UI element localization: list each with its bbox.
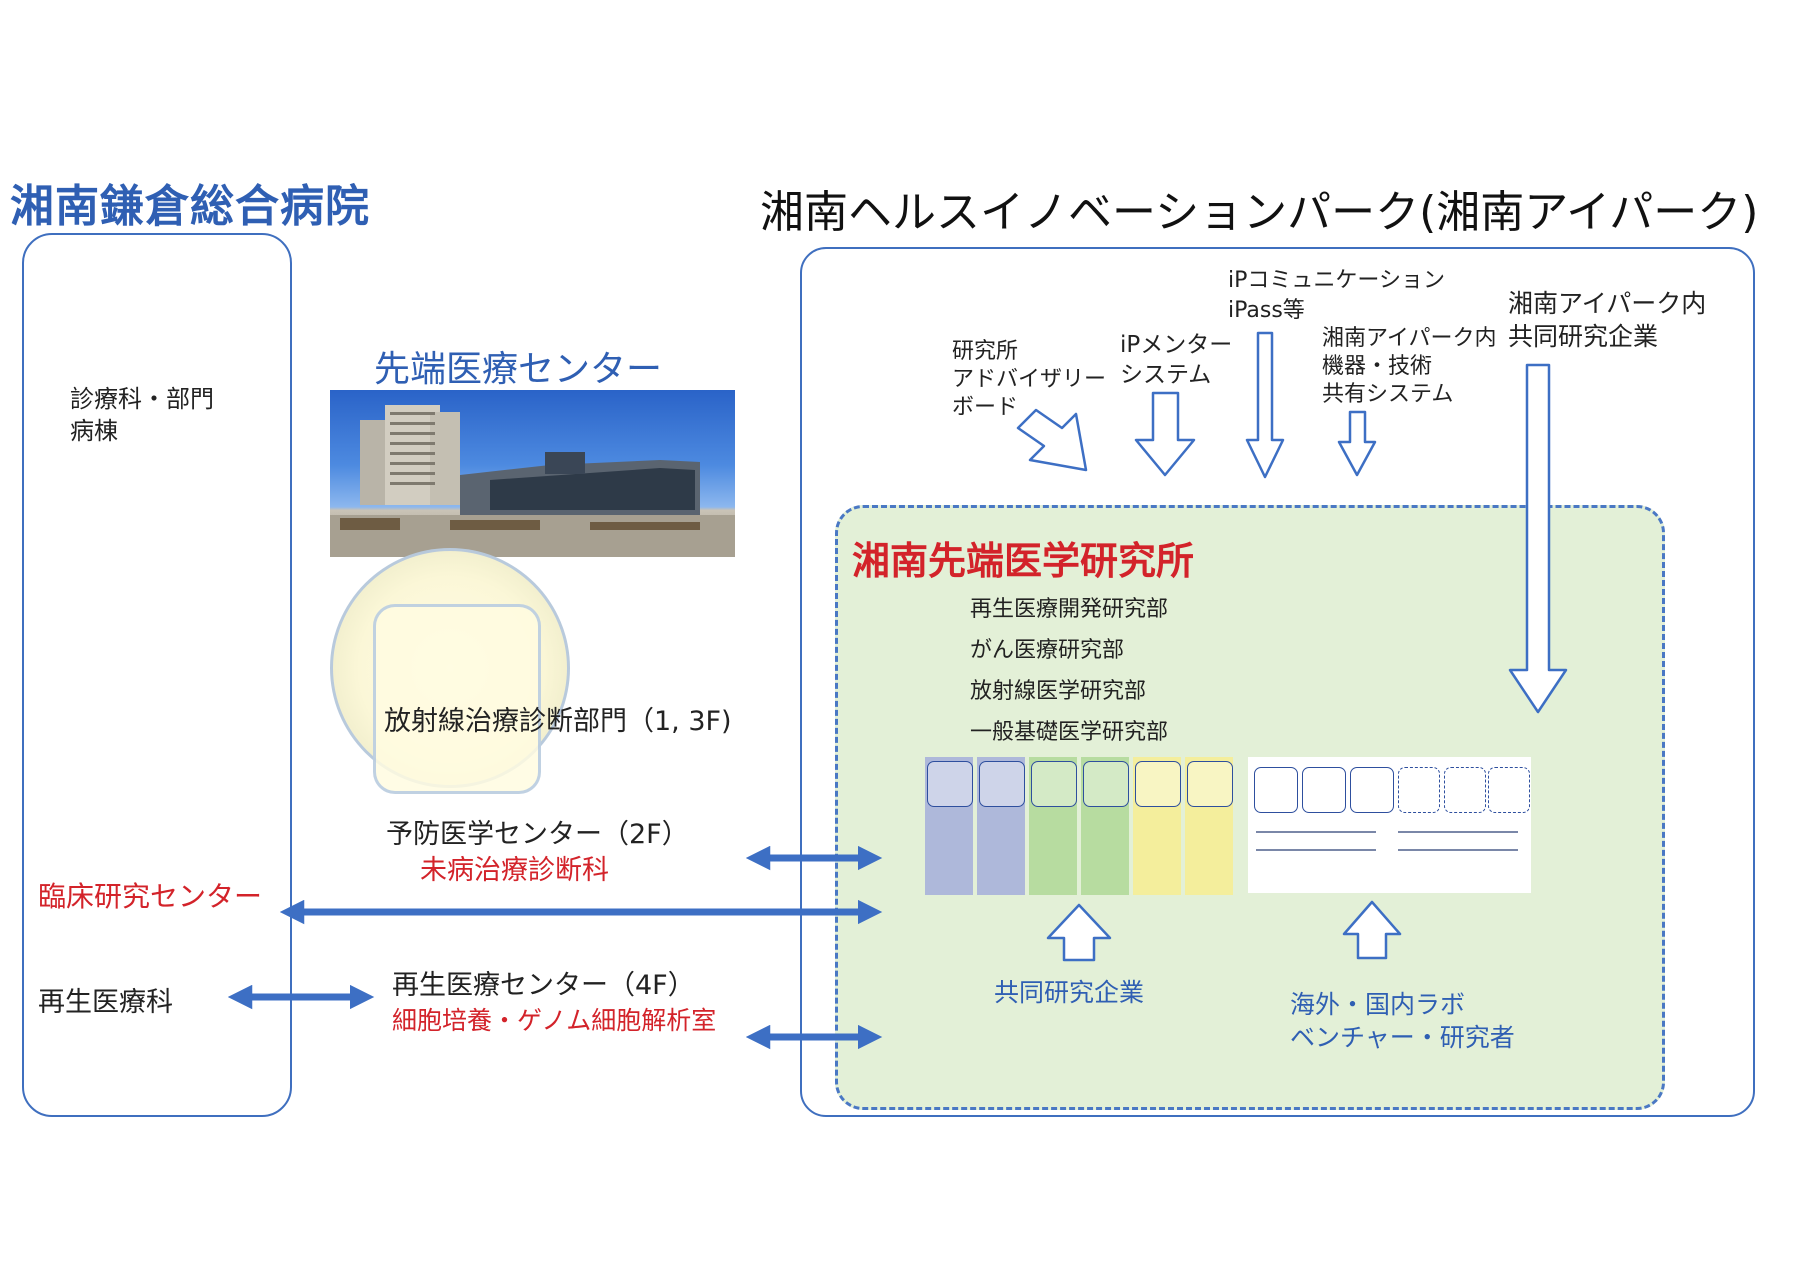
unit-chart-colored [925,757,1235,895]
regen-center: 再生医療センター（4F） [392,970,695,1001]
joint-inside-label: 湘南アイパーク内 共同研究企業 [1508,287,1706,353]
unit-chart-plain [1248,757,1531,893]
dept-regen: 再生医療開発研究部 [970,597,1169,622]
regen-dept: 再生医療科 [38,987,173,1018]
mentor-line-1: iPメンター [1120,332,1233,358]
prevention-center: 予防医学センター（2F） [386,819,689,850]
regen-sub: 細胞培養・ゲノム細胞解析室 [392,1006,717,1035]
comm-line-2: iPass等 [1228,298,1305,323]
dept-line-2: 病棟 [70,417,118,445]
arrow-joint-inside [1508,363,1568,714]
dept-line-1: 診療科・部門 [70,385,214,413]
highlight-rect [373,604,541,794]
joint-companies-label: 共同研究企業 [994,978,1145,1007]
dept-basic: 一般基礎医学研究部 [970,720,1169,745]
dept-cancer: がん医療研究部 [970,638,1125,663]
unit-col-6 [1185,757,1233,895]
advisory-line-2: アドバイザリー [952,367,1107,392]
prevention-sub: 未病治療診断科 [420,855,609,886]
park-title: 湘南ヘルスイノベーションパーク(湘南アイパーク) [760,187,1759,238]
mentor-label: iPメンター システム [1120,330,1232,390]
communication-label: iPコミュニケーション iPass等 [1228,266,1445,326]
building-photo [330,390,735,557]
unit-col-1 [925,757,973,895]
comm-line-1: iPコミュニケーション [1228,268,1445,293]
hospital-title: 湘南鎌倉総合病院 [10,181,370,232]
equip-line-2: 機器・技術 [1322,354,1433,379]
arrow-partners [1342,900,1402,960]
advisory-line-3: ボード [952,395,1019,420]
mentor-line-2: システム [1120,362,1212,388]
arrow-joint-companies [1046,903,1112,962]
arrow-communication [1245,331,1285,479]
equip-line-3: 共有システム [1322,382,1454,407]
unit-col-4 [1081,757,1129,895]
partners-line-2: ベンチャー・研究者 [1290,1023,1515,1052]
equip-line-1: 湘南アイパーク内 [1322,326,1497,351]
unit-col-5 [1133,757,1181,895]
joint-inside-line-2: 共同研究企業 [1508,322,1659,351]
arrow-equipment [1337,410,1377,477]
clinical-research-center: 臨床研究センター [38,880,263,913]
arrow-mentor [1134,391,1196,477]
advisory-board-label: 研究所 アドバイザリー ボード [952,338,1106,422]
arrow-advisory [1016,408,1088,472]
park-frame [800,247,1755,1117]
equipment-label: 湘南アイパーク内 機器・技術 共有システム [1322,325,1496,409]
institute-title: 湘南先端医学研究所 [852,539,1195,583]
hospital-frame [22,233,292,1117]
advanced-center-title: 先端医療センター [374,349,663,390]
partners-label: 海外・国内ラボ ベンチャー・研究者 [1290,988,1515,1054]
partners-line-1: 海外・国内ラボ [1290,990,1466,1019]
advisory-line-1: 研究所 [952,339,1019,364]
unit-col-3 [1029,757,1077,895]
joint-inside-line-1: 湘南アイパーク内 [1508,289,1707,318]
dept-radiology: 放射線医学研究部 [970,679,1147,704]
radiation-dept: 放射線治療診断部門（1, 3F) [384,706,732,737]
unit-col-2 [977,757,1025,895]
